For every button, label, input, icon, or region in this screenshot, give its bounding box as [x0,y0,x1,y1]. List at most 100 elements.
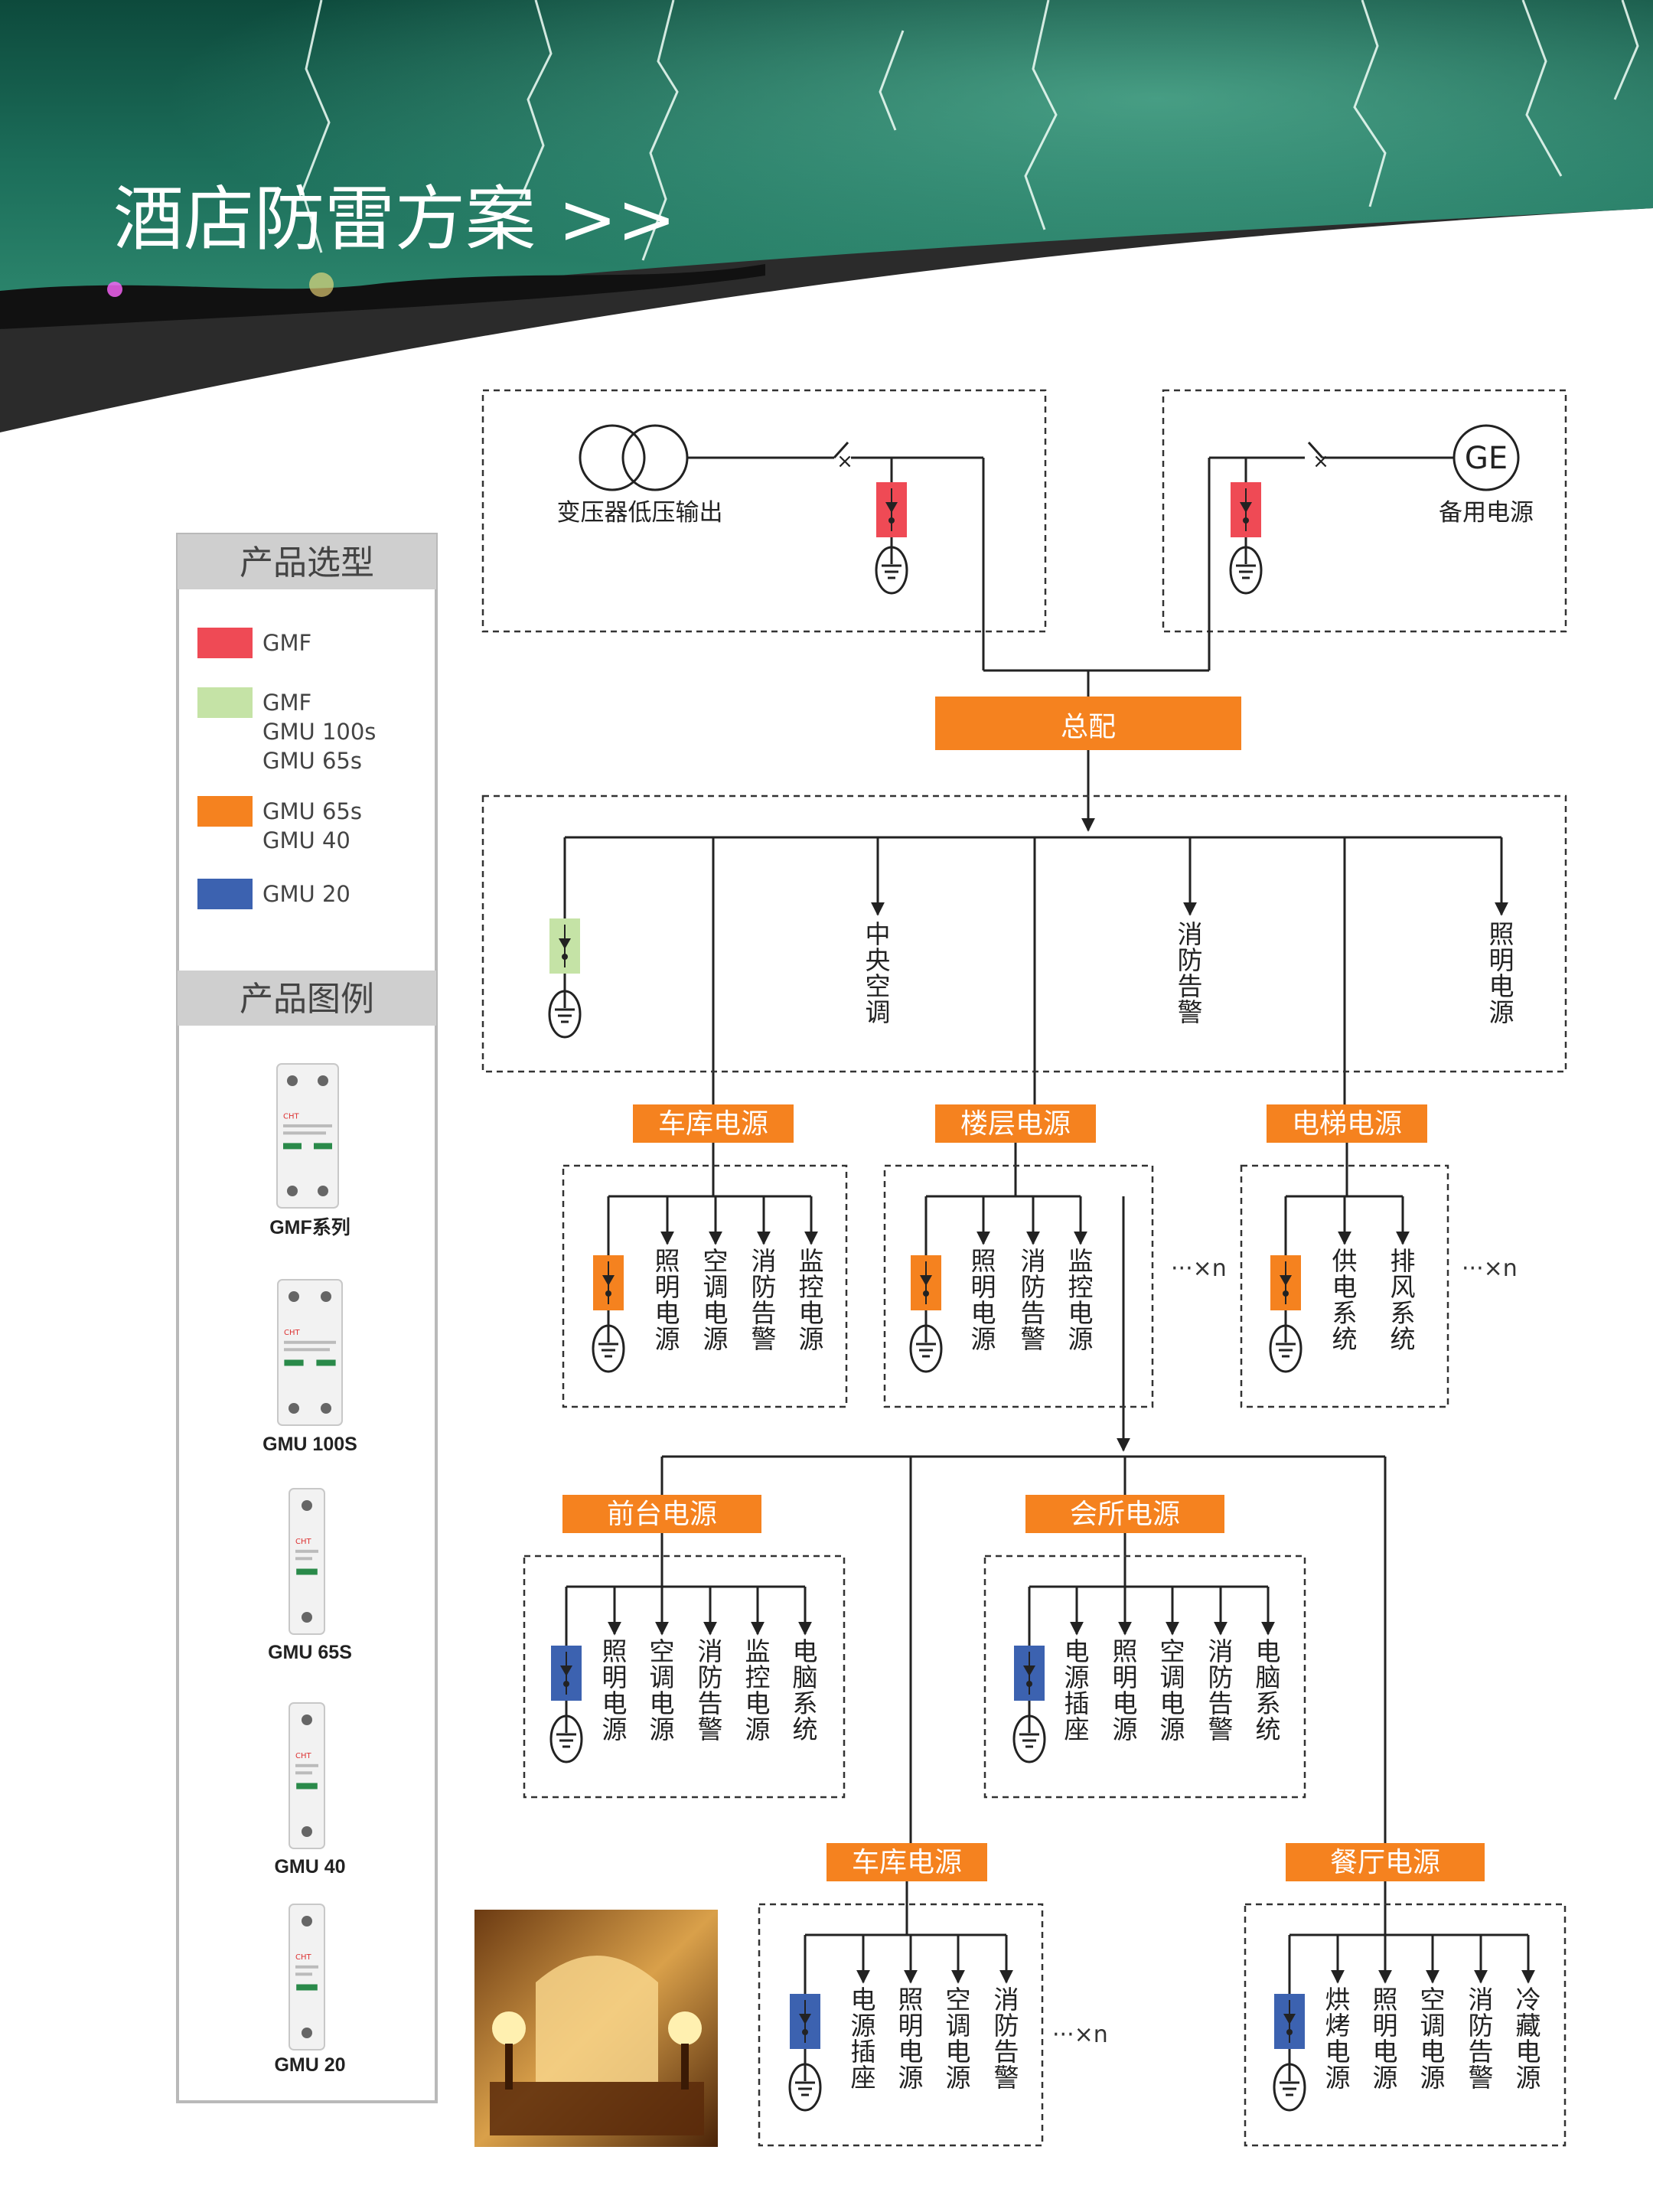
label-char: 插 [1065,1688,1090,1718]
label-char: 监 [799,1246,824,1276]
label-char: 调 [866,997,891,1027]
label-char: 烘 [1325,1985,1351,2015]
generator-symbol: GE [1465,441,1508,476]
city-light [309,272,334,297]
device-brand: CHT [295,1953,312,1962]
label-char: 电 [1256,1636,1281,1666]
label-char: 空 [703,1246,729,1276]
label-char: 中 [866,919,891,949]
floor-surge-protector [911,1255,941,1310]
city-light [107,282,122,297]
label-char: 电 [1516,2037,1541,2067]
device-terminal [287,1186,298,1196]
label-char: 明 [1489,945,1514,975]
surge-protector-node [563,1681,569,1687]
label-char: 控 [745,1662,771,1692]
device-text-line [295,1771,312,1775]
surge-protector-node [605,1290,611,1297]
label-char: 系 [1391,1298,1416,1328]
garage2-section-title: 车库电源 [852,1847,962,1878]
device-indicator [314,1143,332,1150]
legend-title-bar [178,971,436,1026]
restaurant-branch-label: 烘烤电源 [1325,1985,1351,2093]
surge-protector-node [1283,1290,1289,1297]
surge-protector-node [923,1290,929,1297]
label-char: 空 [1420,1985,1446,2015]
surge-protector-node [888,517,895,524]
device-indicator [296,1984,318,1991]
label-char: 明 [655,1272,680,1302]
restaurant-surge-protector [1274,1994,1305,2049]
label-char: 消 [698,1636,723,1666]
page-title: 酒店防雷方案 >> [113,178,676,260]
legend-label: GMF [262,630,311,656]
legend-label: GMU 65s [262,748,362,774]
label-char: 电 [1373,2037,1398,2067]
multiplier-label: ···×n [1052,2021,1108,2048]
label-char: 电 [898,2037,924,2067]
device-indicator [283,1143,302,1150]
label-char: 监 [1068,1246,1094,1276]
garage2-branch-label: 电源插座 [851,1985,876,2093]
label-char: 电 [1420,2037,1446,2067]
elevator-section-title: 电梯电源 [1292,1108,1402,1140]
device-terminal [302,1500,312,1511]
garage1-branch-label: 空调电源 [703,1246,729,1354]
label-char: 源 [602,1714,628,1744]
device-terminal [321,1403,331,1414]
label-char: 央 [866,945,891,975]
elevator-branch-label: 供电系统 [1332,1246,1358,1354]
label-char: 告 [1178,971,1203,1001]
front-section-title: 前台电源 [607,1499,717,1530]
garage1-section-box [633,1104,794,1143]
club-branch-label: 电源插座 [1065,1636,1090,1744]
label-char: 电 [851,1985,876,2015]
product-caption: GMU 20 [274,2054,345,2076]
header-banner: 酒店防雷方案 >> [0,0,1653,432]
label-char: 警 [698,1714,723,1744]
garage1-branch-label: 监控电源 [799,1246,824,1354]
label-char: 脑 [793,1662,818,1692]
wiring [563,441,1535,2069]
label-char: 源 [745,1714,771,1744]
label-char: 源 [971,1324,996,1354]
club-section-box [1025,1495,1224,1533]
elevator-branch-label: 排风系统 [1391,1246,1416,1354]
label-char: 照 [971,1246,996,1276]
device-text-line [283,1131,326,1135]
label-char: 明 [971,1272,996,1302]
floor-branch-label: 消防告警 [1021,1246,1046,1354]
surge-protector-node [562,954,568,960]
label-char: 系 [793,1688,818,1718]
label-char: 警 [1021,1324,1046,1354]
legend-label: GMU 100s [262,719,376,745]
lightning-bolts [301,0,1639,261]
product-caption: GMU 100S [262,1434,357,1455]
label-char: 源 [1325,2063,1351,2093]
label-char: 调 [946,2011,971,2041]
label-char: 空 [866,971,891,1001]
elevator-box [1240,1164,1449,1408]
label-char: 警 [752,1324,777,1354]
device-indicator [316,1359,336,1366]
legend-label: GMU 20 [262,881,350,907]
device-body [289,1702,325,1849]
label-char: 控 [799,1272,824,1302]
label-char: 座 [1065,1714,1090,1744]
restaurant-branch-label: 消防告警 [1469,1985,1494,2093]
breaker-mark: × [1312,450,1329,473]
label-char: 藏 [1516,2011,1541,2041]
breaker-mark: × [836,450,853,473]
device-body [289,1488,325,1635]
label-char: 消 [752,1246,777,1276]
multiplier-label: ···×n [1171,1255,1227,1282]
label-char: 防 [752,1272,777,1302]
label-char: 电 [602,1688,628,1718]
device-indicator [296,1568,318,1575]
front-branch-label: 监控电源 [745,1636,771,1744]
floor-section-box [935,1104,1096,1143]
label-char: 电 [1489,971,1514,1001]
label-char: 照 [1373,1985,1398,2015]
front-box [523,1555,846,1799]
device-text-line [284,1348,330,1352]
